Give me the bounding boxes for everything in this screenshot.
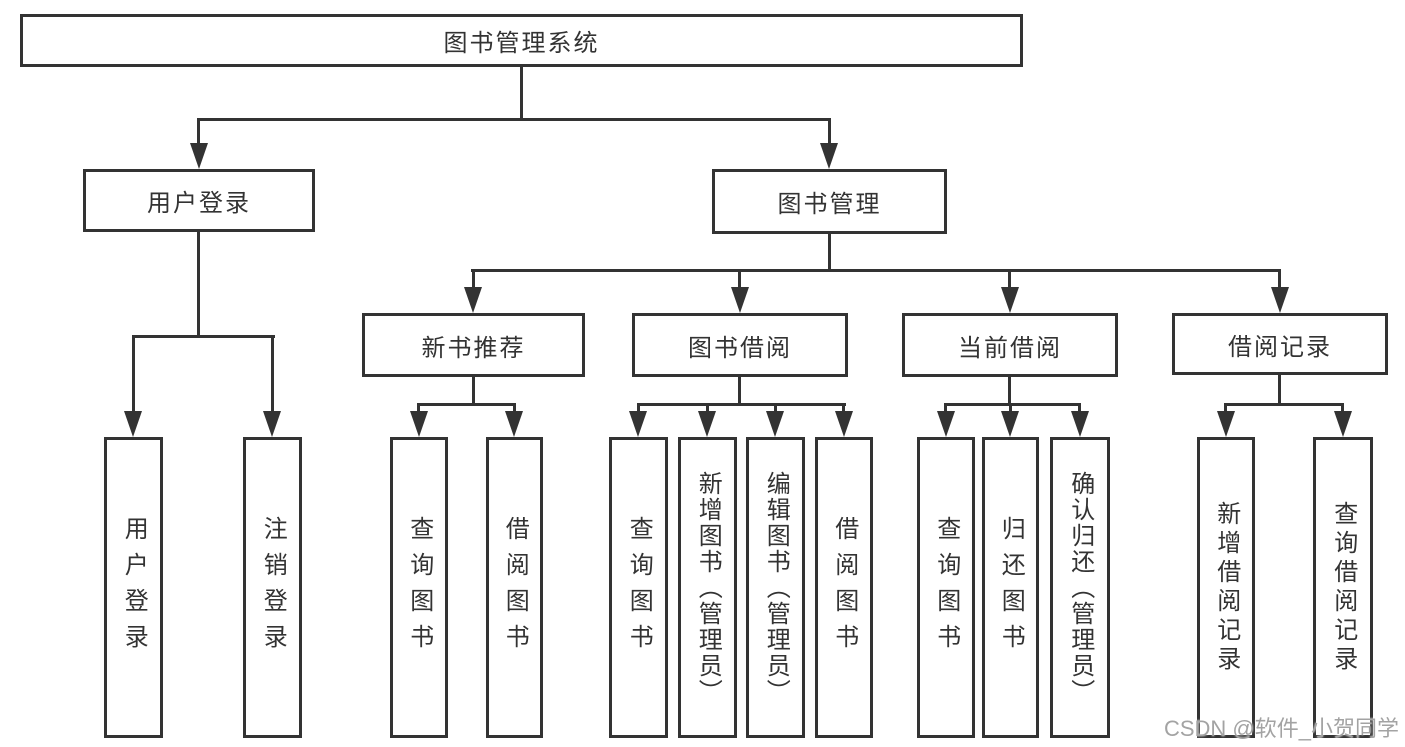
leaf-add-borrow-record: 新增借阅记录 (1197, 437, 1255, 738)
node-label: 用户登录 (147, 190, 251, 217)
arrow-down-icon (766, 411, 784, 437)
leaf-label: 查询图书 (625, 515, 653, 660)
arrow-down-icon (1001, 411, 1019, 437)
arrow-down-icon (835, 411, 853, 437)
node-label: 借阅记录 (1228, 333, 1332, 361)
leaf-add-book-admin: 新增图书（管理员） (678, 437, 737, 738)
node-label: 图书管理系统 (443, 30, 600, 57)
arrow-down-icon (190, 143, 208, 169)
connector-root-rail (197, 118, 831, 121)
node-book-borrowing: 图书借阅 (632, 313, 848, 377)
leaf-confirm-return-admin: 确认归还（管理员） (1050, 437, 1110, 738)
node-label: 新书推荐 (421, 334, 526, 362)
leaf-borrow-books-recommend: 借阅图书 (486, 437, 543, 738)
leaf-label: 借阅图书 (501, 515, 529, 660)
connector-book-management-rail (471, 269, 1281, 272)
leaf-label: 编辑图书（管理员） (762, 470, 790, 705)
leaf-label: 查询借阅记录 (1329, 500, 1357, 675)
leaf-query-books-borrowing: 查询图书 (609, 437, 668, 738)
node-label: 当前借阅 (958, 334, 1062, 362)
arrow-down-icon (1217, 411, 1235, 437)
node-user-login: 用户登录 (83, 169, 315, 232)
connector-rail (944, 403, 1081, 406)
connector-rail (1224, 403, 1344, 406)
leaf-label: 归还图书 (997, 515, 1025, 660)
connector-rail (417, 403, 516, 406)
leaf-query-books-current: 查询图书 (917, 437, 975, 738)
node-label: 图书管理 (777, 191, 882, 218)
connector-user-login-rail (132, 335, 275, 338)
arrow-down-icon (124, 411, 142, 437)
connector-stem (472, 377, 475, 405)
connector-book-management-stem (828, 234, 831, 271)
arrow-down-icon (410, 411, 428, 437)
node-label: 图书借阅 (688, 334, 792, 362)
arrow-down-icon (464, 287, 482, 313)
connector-user-login-stem (197, 232, 200, 337)
connector-stem (738, 377, 741, 405)
connector-stem (1278, 375, 1281, 405)
leaf-label: 确认归还（管理员） (1066, 470, 1094, 705)
leaf-label: 借阅图书 (830, 515, 858, 660)
leaf-query-books-recommend: 查询图书 (390, 437, 448, 738)
connector-root-stem (520, 67, 523, 120)
leaf-label: 用户登录 (120, 515, 148, 660)
connector-drop-leaf (271, 335, 274, 429)
node-current-borrowing: 当前借阅 (902, 313, 1118, 377)
arrow-down-icon (263, 411, 281, 437)
arrow-down-icon (698, 411, 716, 437)
node-borrowing-records: 借阅记录 (1172, 313, 1388, 375)
arrow-down-icon (731, 287, 749, 313)
arrow-down-icon (1271, 287, 1289, 313)
connector-drop-book-management (828, 118, 831, 161)
leaf-label: 查询图书 (405, 515, 433, 660)
leaf-edit-book-admin: 编辑图书（管理员） (746, 437, 805, 738)
leaf-logout: 注销登录 (243, 437, 302, 738)
connector-rail (637, 403, 846, 406)
connector-stem (1008, 377, 1011, 405)
leaf-label: 新增借阅记录 (1212, 500, 1240, 675)
arrow-down-icon (505, 411, 523, 437)
leaf-borrow-books-borrowing: 借阅图书 (815, 437, 873, 738)
arrow-down-icon (629, 411, 647, 437)
leaf-query-borrow-record: 查询借阅记录 (1313, 437, 1373, 738)
csdn-watermark: CSDN @软件_小贺同学 (1163, 716, 1399, 741)
leaf-label: 注销登录 (259, 515, 287, 660)
leaf-user-login: 用户登录 (104, 437, 163, 738)
arrow-down-icon (1334, 411, 1352, 437)
node-book-management: 图书管理 (712, 169, 947, 234)
node-new-book-recommendation: 新书推荐 (362, 313, 585, 377)
arrow-down-icon (1071, 411, 1089, 437)
arrow-down-icon (820, 143, 838, 169)
node-library-management-system: 图书管理系统 (20, 14, 1023, 67)
arrow-down-icon (1001, 287, 1019, 313)
arrow-down-icon (937, 411, 955, 437)
connector-drop-user-login (197, 118, 200, 161)
leaf-label: 新增图书（管理员） (694, 470, 722, 705)
leaf-label: 查询图书 (932, 515, 960, 660)
leaf-return-book: 归还图书 (982, 437, 1039, 738)
connector-drop-leaf (132, 335, 135, 429)
